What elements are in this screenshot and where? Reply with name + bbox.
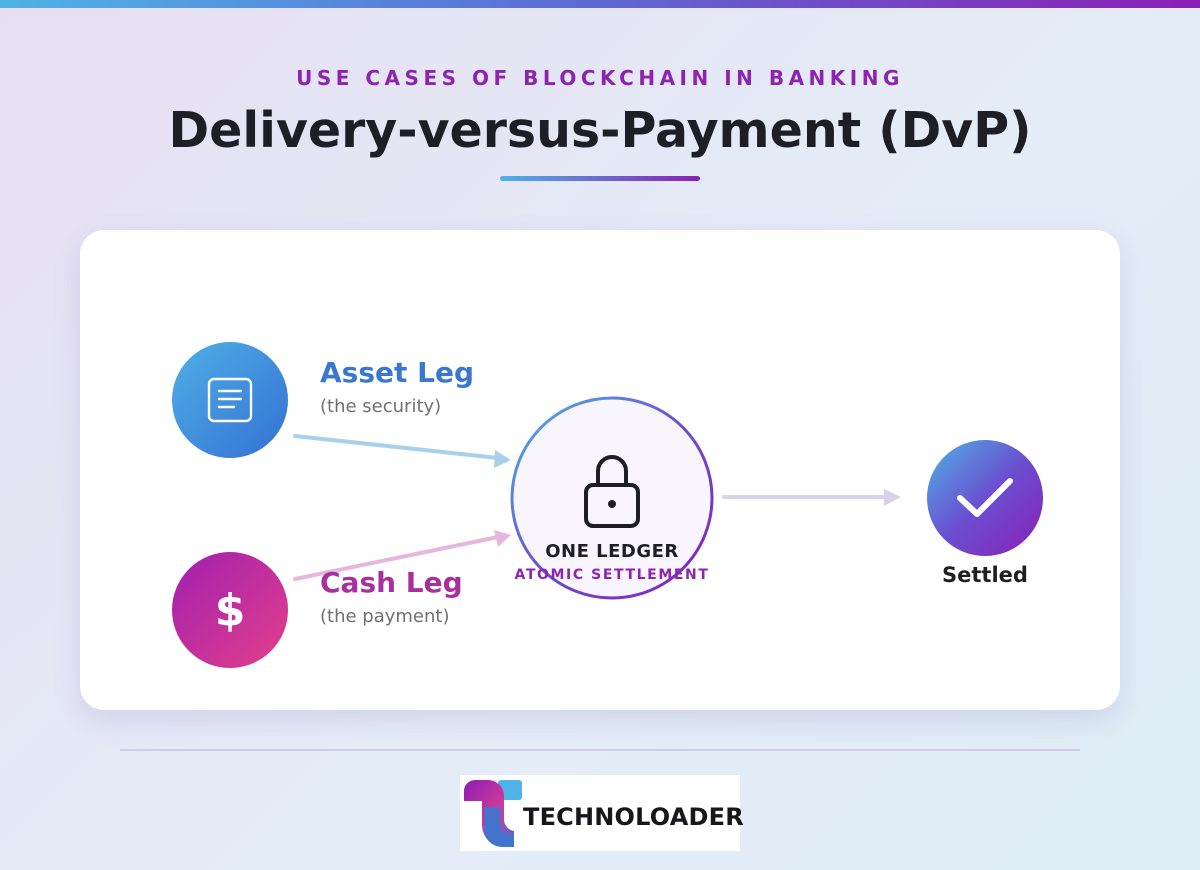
checkmark-icon — [957, 478, 1013, 517]
page-title: Delivery-versus-Payment (DvP) — [168, 102, 1032, 159]
settle-arrow — [722, 489, 901, 506]
ledger-subtitle: ATOMIC SETTLEMENT — [514, 567, 710, 583]
lock-keyhole — [608, 500, 616, 508]
eyebrow-heading: USE CASES OF BLOCKCHAIN IN BANKING — [296, 66, 904, 90]
brand-name: TECHNOLOADER — [523, 803, 744, 831]
document-icon — [207, 377, 253, 423]
footer-divider — [120, 749, 1080, 751]
asset-leg-circle — [172, 342, 288, 458]
title-underline — [500, 176, 700, 181]
asset-arrow — [293, 434, 511, 468]
cash-arrow — [293, 530, 511, 581]
cash-leg-circle: $ — [172, 552, 288, 668]
asset-leg-title: Asset Leg — [320, 356, 474, 389]
settled-label: Settled — [942, 563, 1028, 587]
lock-icon — [584, 455, 640, 528]
technoloader-logo-icon — [464, 780, 522, 847]
ledger-circle — [510, 396, 714, 600]
dollar-icon: $ — [214, 584, 246, 636]
asset-leg-subtitle: (the security) — [320, 396, 442, 417]
brand-logo: TECHNOLOADER — [460, 775, 744, 851]
cash-leg-subtitle: (the payment) — [320, 606, 450, 627]
top-gradient-bar — [0, 0, 1200, 8]
settled-circle — [927, 440, 1043, 556]
ledger-title: ONE LEDGER — [545, 541, 679, 562]
cash-leg-title: Cash Leg — [320, 566, 463, 599]
